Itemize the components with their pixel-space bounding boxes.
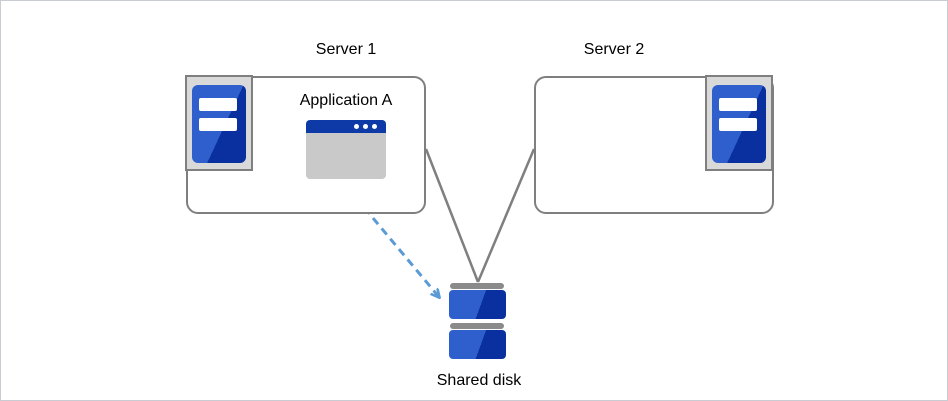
window-dot-icon (372, 124, 377, 129)
connector-server2-disk (476, 148, 536, 283)
disk-cap (450, 323, 504, 329)
server2-server-tower-icon (705, 75, 773, 171)
app-window-titlebar (306, 120, 386, 133)
shared-disk-label: Shared disk (436, 372, 522, 389)
window-dot-icon (354, 124, 359, 129)
application-label: Application A (299, 92, 393, 109)
app-window-icon (306, 120, 386, 179)
server1-server-tower-icon (185, 75, 253, 171)
app-window-body (306, 133, 386, 179)
disk-cap (450, 283, 504, 289)
tower-slot (199, 98, 237, 111)
server-tower-body (712, 85, 766, 163)
disk-stack-icon (449, 330, 506, 359)
window-dot-icon (363, 124, 368, 129)
server1-label: Server 1 (315, 41, 377, 58)
server2-label: Server 2 (583, 41, 645, 58)
tower-slot (199, 118, 237, 131)
tower-slot (719, 98, 757, 111)
disk-stack-icon (449, 290, 506, 319)
server-tower-body (192, 85, 246, 163)
connector-server1-disk (424, 148, 480, 283)
tower-slot (719, 118, 757, 131)
connector-application-disk-dashed-arrow (345, 186, 439, 297)
